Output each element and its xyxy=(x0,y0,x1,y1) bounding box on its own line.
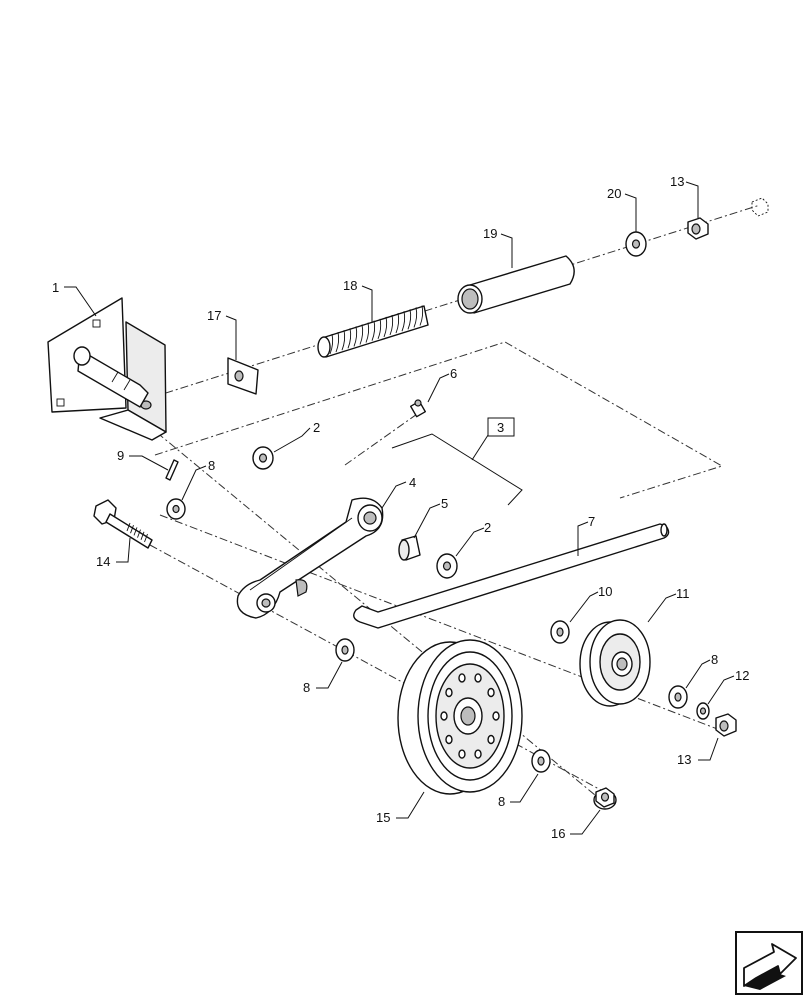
group-bracket-3 xyxy=(391,417,523,506)
washer-part-20 xyxy=(625,231,647,257)
washer-part-10 xyxy=(550,620,570,644)
callout-8c: 8 xyxy=(711,652,718,667)
callout-20: 20 xyxy=(607,186,621,201)
large-pulley-part-15 xyxy=(397,639,523,795)
bushing-part-5 xyxy=(398,535,421,561)
spring-coil xyxy=(377,318,382,339)
spring-coil xyxy=(407,309,412,330)
callout-labels: 1 2 2 3 4 5 6 7 8 8 8 8 9 10 11 12 13 13… xyxy=(52,174,749,841)
bolt-part-14 xyxy=(93,499,153,549)
spring-coil xyxy=(359,324,364,345)
lock-washer-part-12 xyxy=(696,702,710,720)
spring-coil xyxy=(401,311,406,332)
callout-16: 16 xyxy=(551,826,565,841)
spring-coil xyxy=(365,322,370,343)
bolt-thread xyxy=(137,529,141,538)
flange-nut-part-16 xyxy=(593,787,617,810)
spring-coil xyxy=(371,320,376,341)
bolt-thread xyxy=(140,531,145,540)
spring-coil xyxy=(413,307,418,328)
spring-coil xyxy=(329,333,334,355)
rod-part-7 xyxy=(353,523,670,629)
callout-14: 14 xyxy=(96,554,110,569)
callout-15: 15 xyxy=(376,810,390,825)
spring-coil xyxy=(395,313,400,334)
callout-12: 12 xyxy=(735,668,749,683)
pulley-bolt-hole xyxy=(458,749,466,759)
tension-spring-part-18 xyxy=(317,305,429,358)
callout-19: 19 xyxy=(483,226,497,241)
washer-part-8-upper-left xyxy=(166,498,186,520)
spring-clip-part-17 xyxy=(227,357,259,395)
bolt-thread xyxy=(133,527,138,536)
spring-coil xyxy=(347,328,352,349)
grease-fitting-part-6 xyxy=(409,399,427,418)
bolt-thread xyxy=(126,522,131,532)
callout-2b: 2 xyxy=(484,520,491,535)
washer-part-8-bottom xyxy=(531,749,551,773)
callout-10: 10 xyxy=(598,584,612,599)
callout-13a: 13 xyxy=(670,174,684,189)
callout-11: 11 xyxy=(676,586,690,601)
callout-9: 9 xyxy=(117,448,124,463)
callout-3: 3 xyxy=(497,420,504,435)
mounting-bracket-part-1 xyxy=(47,297,167,441)
washer-part-2-upper xyxy=(252,446,274,470)
pulley-bolt-hole xyxy=(440,711,448,721)
nut-part-13-lower xyxy=(715,713,737,737)
washer-part-2-lower xyxy=(436,553,458,579)
washer-part-8-lower-left xyxy=(335,638,355,662)
small-pulley-part-11 xyxy=(579,619,651,707)
callout-7: 7 xyxy=(588,514,595,529)
callout-5: 5 xyxy=(441,496,448,511)
callout-8d: 8 xyxy=(498,794,505,809)
idler-arm-part-4 xyxy=(236,497,384,619)
callout-1: 1 xyxy=(52,280,59,295)
spring-coil xyxy=(383,316,388,338)
pulley-bolt-hole xyxy=(445,734,453,745)
pulley-bolt-hole xyxy=(458,673,466,683)
pulley-bolt-hole xyxy=(492,711,500,721)
callout-17: 17 xyxy=(207,308,221,323)
callout-13b: 13 xyxy=(677,752,691,767)
arrow-next-page-icon[interactable] xyxy=(735,931,803,995)
pulley-bolt-hole xyxy=(487,687,495,698)
callout-box-3 xyxy=(487,417,515,437)
spring-coil xyxy=(353,326,358,347)
pulley-bolt-hole xyxy=(474,749,482,759)
leader-lines xyxy=(64,181,735,835)
callout-2a: 2 xyxy=(313,420,320,435)
spring-coil xyxy=(389,314,394,336)
washer-part-8-right xyxy=(668,685,688,709)
callout-18: 18 xyxy=(343,278,357,293)
sleeve-tube-part-19 xyxy=(457,255,575,314)
nut-ghost-end xyxy=(751,197,769,217)
callout-4: 4 xyxy=(409,475,416,490)
pulley-bolt-hole xyxy=(474,673,482,683)
bolt-thread xyxy=(130,525,134,534)
spring-coil xyxy=(341,330,346,351)
cotter-pin-part-9 xyxy=(165,459,179,481)
spring-coil xyxy=(419,305,424,326)
nut-part-13-upper xyxy=(687,217,709,240)
bolt-thread xyxy=(144,533,148,543)
pulley-bolt-hole xyxy=(487,734,495,745)
spring-coil xyxy=(335,332,340,353)
callout-8b: 8 xyxy=(303,680,310,695)
pulley-bolt-hole xyxy=(445,687,453,698)
callout-6: 6 xyxy=(450,366,457,381)
callout-8a: 8 xyxy=(208,458,215,473)
